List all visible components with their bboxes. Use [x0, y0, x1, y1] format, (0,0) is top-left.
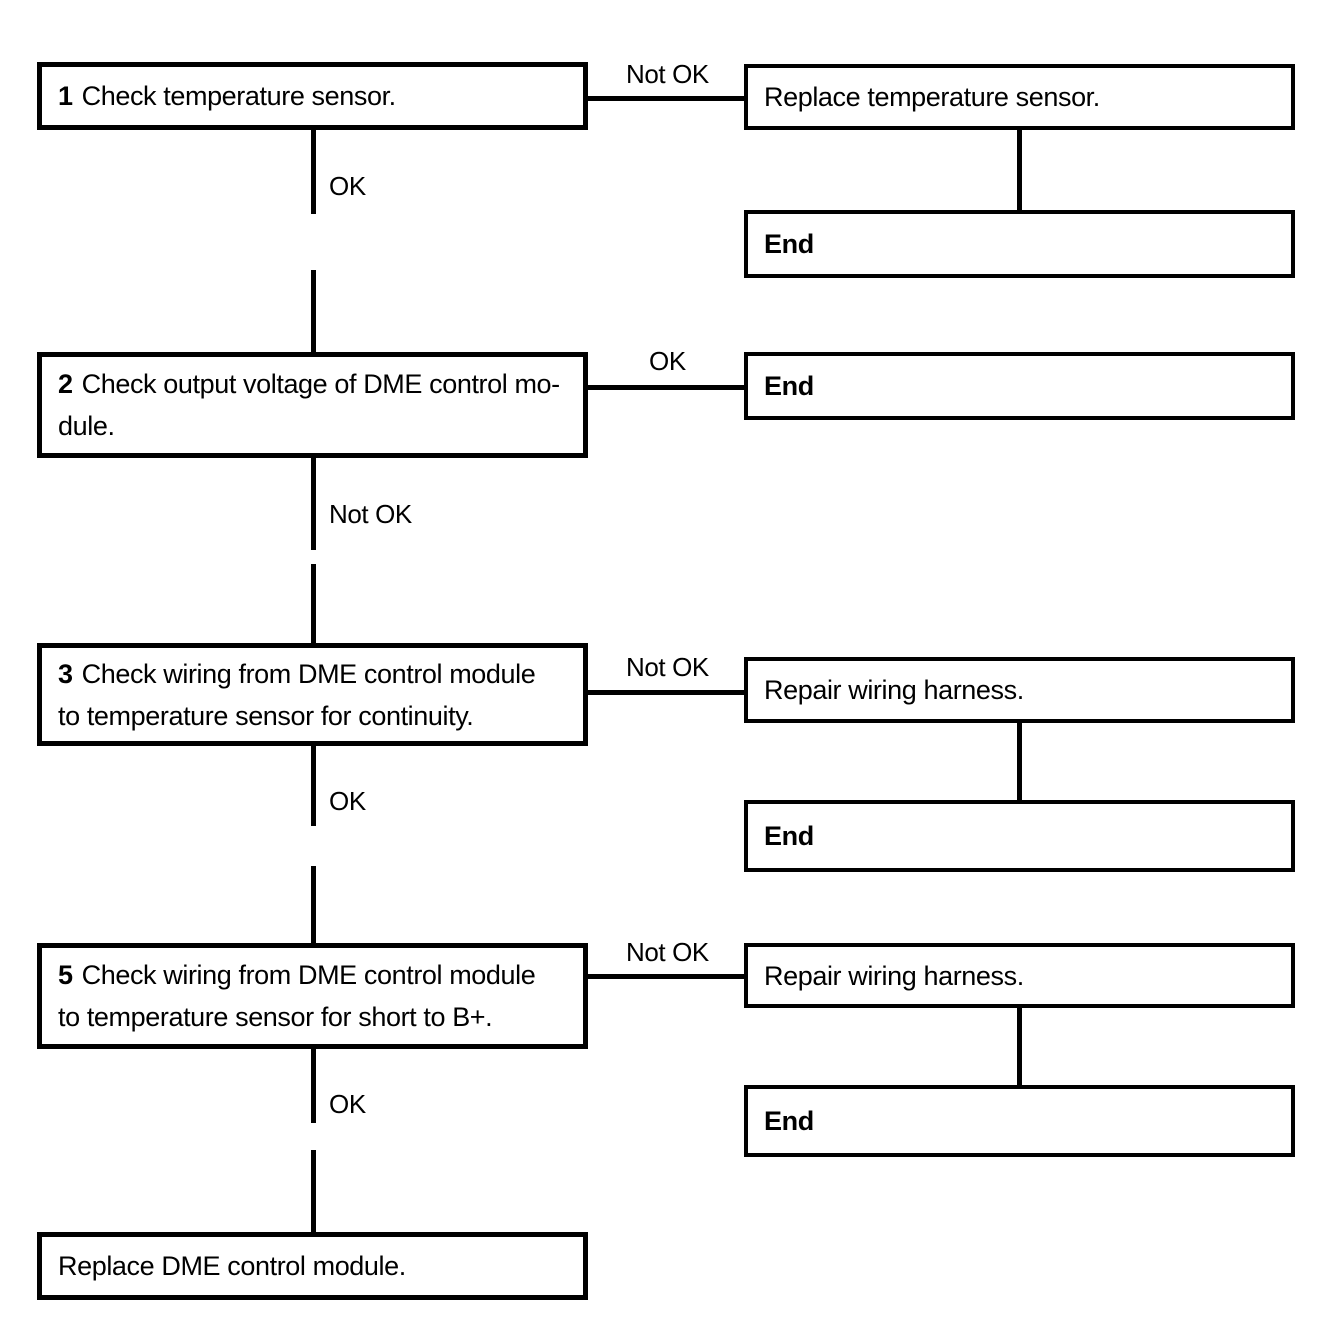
edge-label-not-ok-3: Not OK: [626, 652, 709, 682]
connector-step1-ok-segment1: [311, 130, 316, 214]
edge-label-ok-4: OK: [329, 1089, 366, 1119]
replace-sensor-text: Replace temperature sensor.: [764, 82, 1100, 112]
replace-dme-text: Replace DME control module.: [58, 1251, 406, 1281]
end-box-4: End: [744, 1085, 1295, 1157]
step-5-text: Check wiring from DME control module to …: [58, 960, 536, 1032]
step-1-box: 1 Check temperature sensor.: [37, 62, 588, 130]
connector-step5-ok-segment2: [311, 1150, 316, 1232]
connector-step2-notok-segment1: [311, 458, 316, 550]
step-1-content: 1 Check temperature sensor.: [58, 75, 396, 117]
connector-replace-sensor-to-end: [1017, 130, 1022, 210]
connector-repair1-to-end: [1017, 723, 1022, 800]
repair-wiring-harness-box-2: Repair wiring harness.: [744, 943, 1295, 1008]
repair-harness-text-1: Repair wiring harness.: [764, 675, 1024, 705]
replace-dme-control-module-box: Replace DME control module.: [37, 1232, 588, 1300]
step-2-text: Check output voltage of DME control mo- …: [58, 369, 560, 441]
edge-label-ok-3: OK: [329, 786, 366, 816]
connector-step2-notok-segment2: [311, 564, 316, 643]
end-text-2: End: [764, 371, 814, 401]
edge-label-not-ok-1: Not OK: [626, 59, 709, 89]
end-box-3: End: [744, 800, 1295, 872]
connector-step5-notok-branch: [587, 974, 744, 979]
connector-step3-notok-branch: [587, 690, 744, 695]
step-3-text: Check wiring from DME control module to …: [58, 658, 536, 731]
edge-label-not-ok-2: Not OK: [329, 499, 412, 529]
connector-repair2-to-end: [1017, 1008, 1022, 1085]
end-text-1: End: [764, 229, 814, 259]
connector-step2-ok-branch: [587, 385, 744, 390]
edge-label-ok-1: OK: [329, 171, 366, 201]
connector-step5-ok-segment1: [311, 1049, 316, 1123]
step-2-number: 2: [58, 369, 73, 399]
edge-label-not-ok-4: Not OK: [626, 937, 709, 967]
repair-wiring-harness-box-1: Repair wiring harness.: [744, 657, 1295, 723]
end-box-1: End: [744, 210, 1295, 278]
step-1-text: Check temperature sensor.: [81, 81, 397, 111]
step-5-number: 5: [58, 960, 73, 990]
connector-step1-notok-branch: [587, 96, 744, 101]
repair-harness-text-2: Repair wiring harness.: [764, 960, 1024, 991]
end-box-2: End: [744, 352, 1295, 420]
connector-step1-ok-segment2: [311, 270, 316, 352]
connector-step3-ok-segment2: [311, 866, 316, 943]
end-text-4: End: [764, 1106, 814, 1136]
step-1-number: 1: [58, 81, 73, 111]
edge-label-ok-2: OK: [649, 346, 686, 376]
end-text-3: End: [764, 821, 814, 851]
connector-step3-ok-segment1: [311, 746, 316, 826]
step-3-number: 3: [58, 658, 73, 689]
replace-temperature-sensor-box: Replace temperature sensor.: [744, 64, 1295, 130]
